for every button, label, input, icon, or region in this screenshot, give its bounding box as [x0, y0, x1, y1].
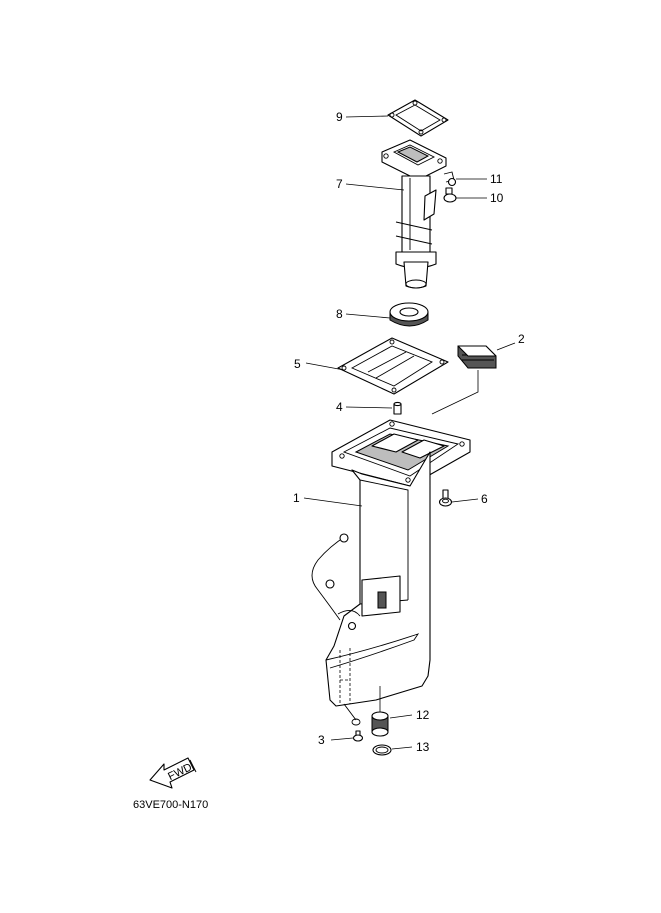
part-5-gasket	[337, 337, 449, 395]
callout-6: 6	[481, 492, 488, 506]
callout-4: 4	[336, 400, 343, 414]
callout-3: 3	[318, 733, 325, 747]
part-6-bolt	[438, 489, 453, 507]
callout-8: 8	[336, 307, 343, 321]
part-3-screw	[352, 730, 364, 742]
callout-labels: 9 7 11 10 8 2 5 4 1 6 12 3 13	[293, 110, 525, 754]
callout-11: 11	[490, 172, 503, 186]
part-13-circlip	[372, 744, 392, 756]
part-7-exhaust-tube	[381, 139, 447, 289]
part-4-dowel-pin	[393, 401, 402, 415]
diagram-code: 63VE700-N170	[133, 799, 208, 811]
part-9-gasket	[387, 99, 449, 137]
part-8-seal-ring	[389, 302, 429, 327]
callout-9: 9	[336, 110, 343, 124]
part-10-bolt	[443, 187, 457, 203]
callout-13: 13	[416, 740, 430, 754]
callout-2: 2	[518, 332, 525, 346]
callout-1: 1	[293, 491, 300, 505]
fwd-arrow: FWD	[149, 757, 197, 789]
part-2-mount-rubber	[457, 345, 497, 369]
part-11-clip	[443, 171, 457, 187]
callout-5: 5	[294, 357, 301, 371]
callout-7: 7	[336, 177, 343, 191]
fwd-label: FWD	[166, 761, 194, 783]
callout-12: 12	[416, 708, 430, 722]
callout-10: 10	[490, 191, 504, 205]
leader-lines	[303, 115, 516, 750]
part-12-grommet	[371, 711, 389, 737]
part-1-upper-casing	[311, 419, 471, 726]
